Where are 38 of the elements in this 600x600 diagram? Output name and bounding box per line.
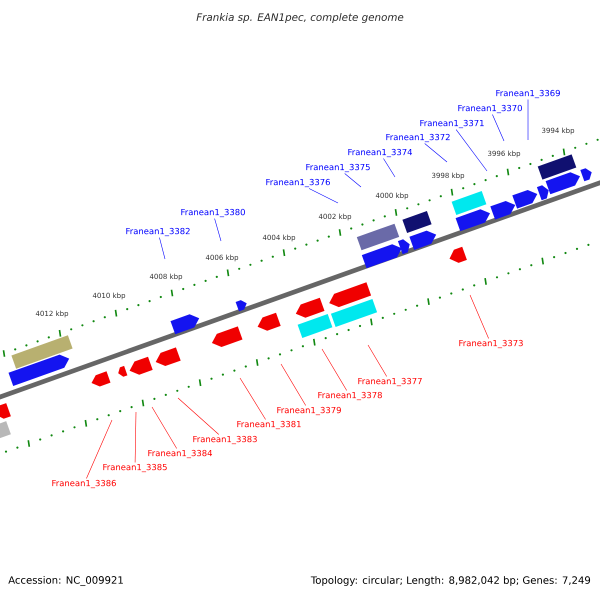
gene-label: Franean1_3383 bbox=[193, 436, 257, 444]
leader-line bbox=[368, 344, 388, 377]
gene-label: Franean1_3369 bbox=[496, 90, 560, 98]
gene-label: Franean1_3384 bbox=[148, 450, 212, 458]
leader-line bbox=[383, 158, 396, 178]
genome-info-text: Topology: circular; Length: 8,982,042 bp; Genes: 7,249 bbox=[310, 576, 590, 586]
leader-line bbox=[280, 364, 306, 406]
leader-line bbox=[152, 406, 177, 449]
title: Frankia sp. EAN1pec, complete genome bbox=[196, 13, 404, 23]
leader-line bbox=[470, 294, 489, 339]
leader-line bbox=[308, 188, 338, 204]
gene-label: Franean1_3375 bbox=[306, 164, 370, 172]
gene-label: Franean1_3379 bbox=[277, 406, 341, 416]
gene-label: Franean1_3381 bbox=[237, 420, 301, 430]
gene-label: Franean1_3385 bbox=[103, 464, 167, 472]
accession-text: Accession: NC_009921 bbox=[8, 576, 123, 586]
leader-line bbox=[322, 348, 347, 391]
gene-label: Franean1_3374 bbox=[348, 148, 412, 158]
leader-line bbox=[344, 173, 362, 188]
leader-line bbox=[424, 143, 448, 162]
gene-label: Franean1_3386 bbox=[52, 480, 116, 488]
leader-line bbox=[214, 218, 222, 242]
leader-line bbox=[159, 237, 166, 260]
leader-line bbox=[492, 114, 504, 142]
gene-label: Franean1_3376 bbox=[266, 178, 330, 188]
leader-line bbox=[240, 378, 266, 420]
gene-label: Franean1_3370 bbox=[458, 104, 522, 114]
gene-label: Franean1_3371 bbox=[420, 120, 484, 128]
gene-label: Franean1_3377 bbox=[358, 378, 422, 386]
leader-line bbox=[134, 412, 136, 463]
leader-line bbox=[86, 420, 112, 479]
leader-line bbox=[456, 129, 488, 172]
gene-label: Franean1_3382 bbox=[126, 228, 190, 236]
leader-line bbox=[178, 398, 220, 435]
gene-label: Franean1_3373 bbox=[459, 340, 523, 348]
gene-label: Franean1_3372 bbox=[386, 134, 450, 142]
gene-label: Franean1_3378 bbox=[318, 392, 382, 400]
gene-label: Franean1_3380 bbox=[181, 208, 245, 218]
